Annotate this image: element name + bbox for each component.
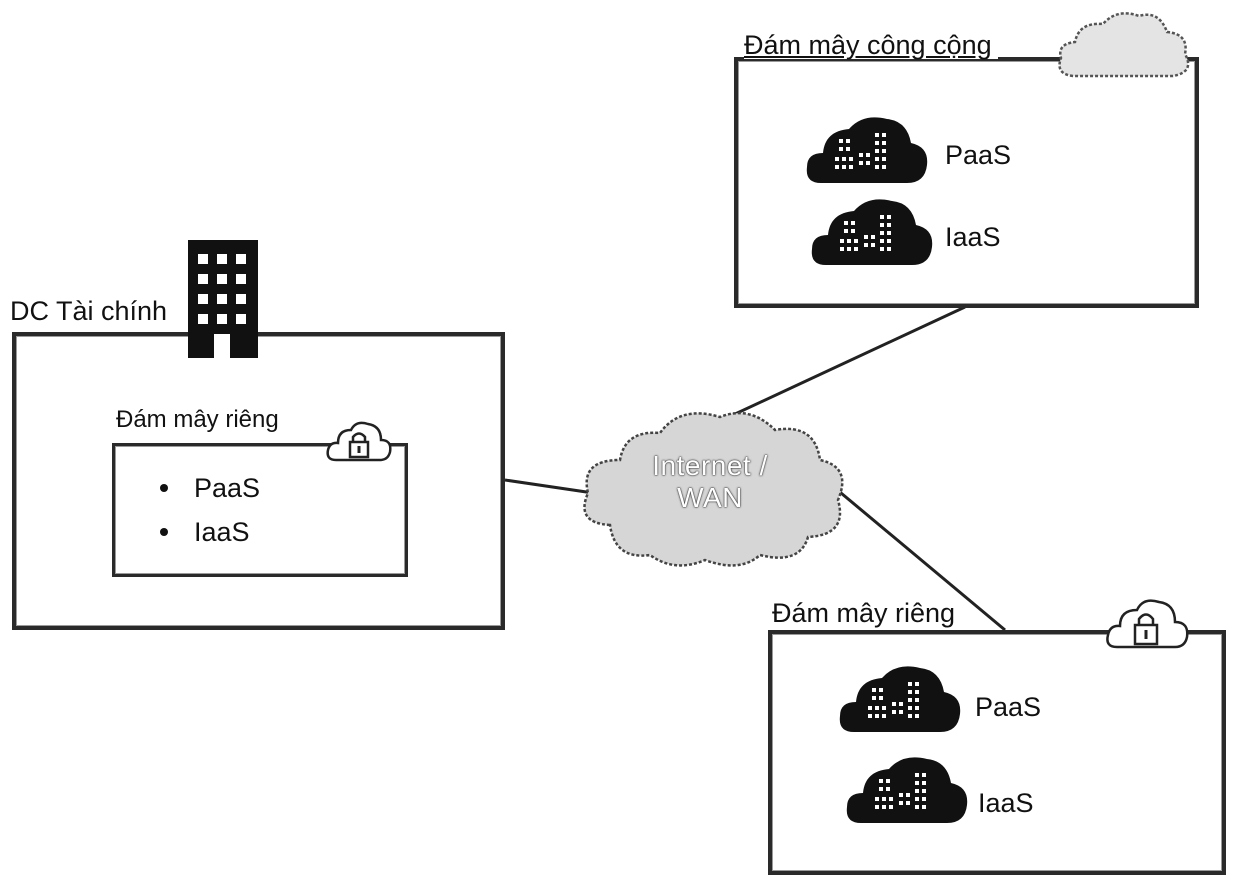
lock-cloud-icon (326, 421, 392, 462)
link-wan-to-private-cloud (834, 486, 1006, 632)
list-item: IaaS (160, 510, 260, 554)
link-wan-to-public-cloud (704, 305, 966, 430)
bullet-icon (160, 484, 168, 492)
city-cloud-icon (806, 117, 928, 183)
city-cloud-icon (839, 666, 961, 732)
list-item: PaaS (160, 466, 260, 510)
city-cloud-icon (811, 199, 933, 265)
dc-label: DC Tài chính (10, 298, 174, 325)
wan-label: Internet / WAN (652, 450, 768, 514)
public-cloud-frame (734, 57, 1199, 308)
city-cloud-icon (846, 757, 968, 823)
cloud-icon (1058, 12, 1190, 78)
wan-cloud-icon (583, 411, 844, 567)
dc-frame (12, 332, 505, 630)
bullet-icon (160, 528, 168, 536)
dc-private-cloud-frame (112, 443, 408, 577)
lock-cloud-icon (1106, 599, 1189, 649)
public-iaas-label: IaaS (945, 222, 1001, 252)
dc-private-cloud-list: PaaS IaaS (160, 466, 260, 554)
building-icon (188, 240, 258, 358)
public-paas-label: PaaS (945, 140, 1012, 170)
private-cloud-frame (768, 630, 1226, 875)
link-dc-to-wan (504, 478, 601, 496)
dc-private-cloud-label: Đám mây riêng (116, 406, 279, 433)
private-iaas-label: IaaS (978, 788, 1034, 818)
public-cloud-label: Đám mây công cộng (744, 32, 998, 59)
private-cloud-label: Đám mây riêng (772, 600, 962, 627)
private-paas-label: PaaS (975, 692, 1042, 722)
